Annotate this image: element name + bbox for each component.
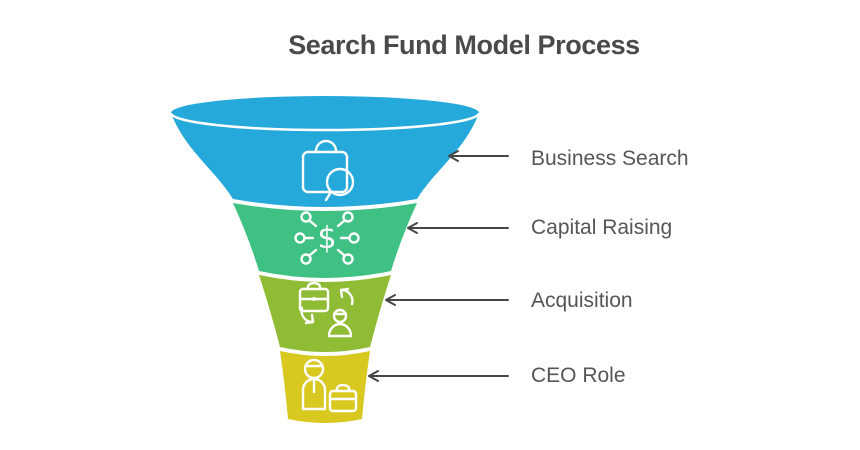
page-title: Search Fund Model Process: [288, 30, 640, 60]
arrow-acquisition: [385, 294, 509, 306]
callout-arrows: [368, 150, 509, 382]
arrow-business-search: [448, 150, 509, 162]
shopping-bag-search-icon: [301, 139, 355, 202]
dollar-network-icon: $: [294, 211, 360, 265]
person-briefcase-icon: [301, 358, 358, 413]
briefcase-person-exchange-icon: [298, 281, 354, 338]
funnel-stage-acquisition: [259, 275, 391, 352]
dollar-glyph: $: [317, 221, 336, 256]
stage-label-acquisition: Acquisition: [531, 289, 633, 312]
funnel-rim-highlight-arc: [169, 112, 481, 132]
arrow-ceo-role: [368, 370, 509, 382]
stage-label-ceo-role: CEO Role: [531, 364, 626, 387]
funnel-stage-capital-raising: [233, 203, 417, 278]
arrow-capital-raising: [407, 222, 509, 234]
stage-label-capital-raising: Capital Raising: [531, 216, 673, 239]
funnel-stages: [169, 96, 481, 423]
stage-label-business-search: Business Search: [531, 147, 689, 170]
